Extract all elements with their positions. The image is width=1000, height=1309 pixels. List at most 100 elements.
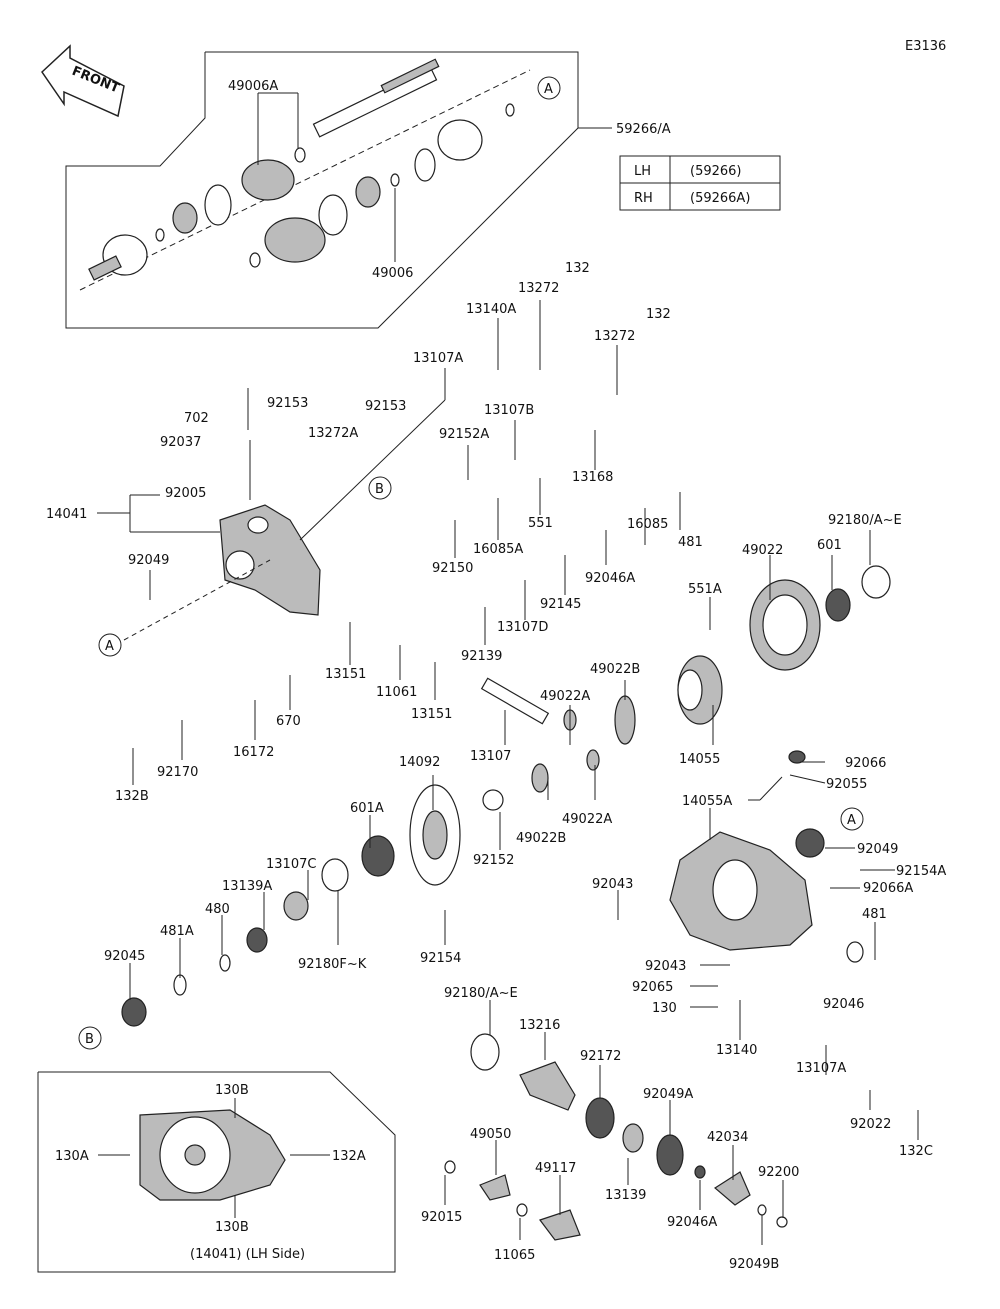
part-label: 13272A	[308, 426, 358, 441]
part-label: 92066A	[863, 881, 913, 896]
part-label: 13140A	[466, 302, 516, 317]
part-label: 551A	[688, 582, 722, 597]
part-label: 13140	[716, 1043, 757, 1058]
part-labels: 59266/A 49006A 49006 132 13272 13140A 13…	[46, 79, 946, 1272]
part-label: 92153	[267, 396, 308, 411]
callout-b-mid: B	[368, 476, 392, 500]
driveshaft-assembly	[79, 58, 531, 291]
callout-b-mid-label: B	[375, 482, 384, 497]
part-label: 132C	[899, 1144, 933, 1159]
part-label: 14055	[679, 752, 720, 767]
part-label: 92172	[580, 1049, 621, 1064]
part-label: 92154A	[896, 864, 946, 879]
part-label: 92145	[540, 597, 581, 612]
part-label: 92046A	[585, 571, 635, 586]
output-hub-assembly	[121, 784, 504, 1027]
part-label: 16085	[627, 517, 668, 532]
lh-rh-table: LH (59266) RH (59266A)	[619, 155, 781, 211]
part-label: 130A	[55, 1149, 89, 1164]
inset-caption: (14041) (LH Side)	[190, 1247, 305, 1262]
part-label: 92049A	[643, 1087, 693, 1102]
part-label: 132	[565, 261, 590, 276]
part-label: 49006A	[228, 79, 278, 94]
part-label: 92170	[157, 765, 198, 780]
part-label: 49022B	[516, 831, 566, 846]
part-label: 92066	[845, 756, 886, 771]
part-label: 13139	[605, 1188, 646, 1203]
part-label: 601A	[350, 801, 384, 816]
part-label: 14041	[46, 507, 87, 522]
callout-b-bottom: B	[78, 1026, 102, 1050]
part-label: 92049B	[729, 1257, 779, 1272]
part-label: 92150	[432, 561, 473, 576]
part-label: 13107A	[796, 1061, 846, 1076]
part-label: 13151	[411, 707, 452, 722]
part-label: 480	[205, 902, 230, 917]
callout-a-left: A	[98, 633, 122, 657]
table-part-rh: (59266A)	[690, 191, 750, 206]
part-label: 13139A	[222, 879, 272, 894]
leader-lines	[97, 92, 919, 1245]
part-label: 13216	[519, 1018, 560, 1033]
part-label: 92180/A~E	[828, 513, 902, 528]
part-label: 670	[276, 714, 301, 729]
part-label: 481	[678, 535, 703, 550]
callout-a-top-label: A	[544, 82, 553, 97]
part-label: 92180/A~E	[444, 986, 518, 1001]
part-label: 92046A	[667, 1215, 717, 1230]
table-side-rh: RH	[634, 191, 653, 206]
callout-b-bottom-label: B	[85, 1032, 94, 1047]
part-label: 11061	[376, 685, 417, 700]
part-label: 13151	[325, 667, 366, 682]
part-label: 481	[862, 907, 887, 922]
gear-housing	[669, 750, 864, 963]
part-label: 92015	[421, 1210, 462, 1225]
part-label: 130	[652, 1001, 677, 1016]
part-label: 49022	[742, 543, 783, 558]
part-label: 92043	[592, 877, 633, 892]
part-label: 92046	[823, 997, 864, 1012]
part-label: 92043	[645, 959, 686, 974]
callout-a-top: A	[537, 76, 561, 100]
part-label: 92153	[365, 399, 406, 414]
part-label: 16172	[233, 745, 274, 760]
part-label: 13168	[572, 470, 613, 485]
part-label: 132	[646, 307, 671, 322]
part-label: 13107D	[497, 620, 548, 635]
part-label: 92152	[473, 853, 514, 868]
part-label: 49050	[470, 1127, 511, 1142]
callout-a-left-label: A	[105, 639, 114, 654]
part-label: 481A	[160, 924, 194, 939]
part-label: 92200	[758, 1165, 799, 1180]
part-label: 49022B	[590, 662, 640, 677]
part-label: 14092	[399, 755, 440, 770]
part-label: 92065	[632, 980, 673, 995]
table-part-lh: (59266)	[690, 164, 742, 179]
part-label: 13107	[470, 749, 511, 764]
part-label: 42034	[707, 1130, 748, 1145]
part-label: 92005	[165, 486, 206, 501]
part-label: 92180F~K	[298, 957, 367, 972]
part-label: 49022A	[540, 689, 590, 704]
part-label: 92022	[850, 1117, 891, 1132]
part-label: 13107B	[484, 403, 534, 418]
part-label: 92037	[160, 435, 201, 450]
callout-a-right: A	[840, 807, 864, 831]
part-label: 92139	[461, 649, 502, 664]
part-label: 92152A	[439, 427, 489, 442]
part-label: 11065	[494, 1248, 535, 1263]
part-label: 13107C	[266, 857, 316, 872]
part-label: 92154	[420, 951, 461, 966]
part-label: 132A	[332, 1149, 366, 1164]
part-label: 132B	[115, 789, 149, 804]
part-label: 49022A	[562, 812, 612, 827]
part-label: 92055	[826, 777, 867, 792]
part-label: 14055A	[682, 794, 732, 809]
part-label: 130B	[215, 1083, 249, 1098]
part-label: 92045	[104, 949, 145, 964]
part-label: 16085A	[473, 542, 523, 557]
part-label: 601	[817, 538, 842, 553]
part-label: 13107A	[413, 351, 463, 366]
part-label: 92049	[857, 842, 898, 857]
